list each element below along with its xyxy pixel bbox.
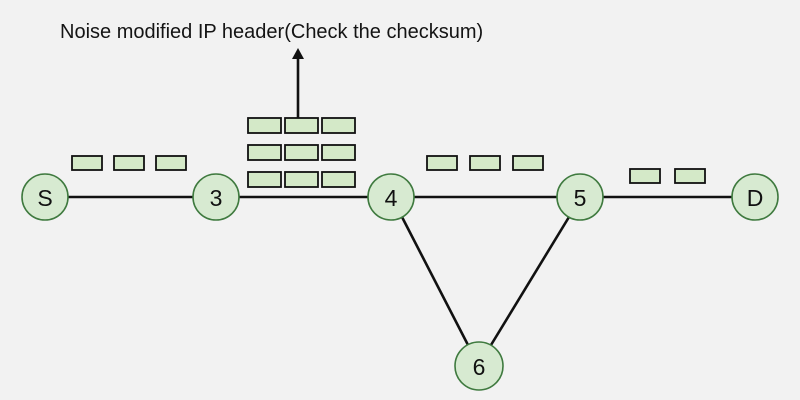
node-label-4: 4	[385, 185, 398, 211]
packets-link-4-5	[426, 155, 544, 171]
node-3[interactable]: 3	[192, 173, 240, 221]
node-circle-5[interactable]	[556, 173, 604, 221]
packet-rect	[629, 168, 661, 184]
packet-rect	[284, 117, 319, 134]
node-label-3: 3	[210, 185, 223, 211]
packet-rect	[284, 144, 319, 161]
packet-rect	[155, 155, 187, 171]
packet-rect	[247, 144, 282, 161]
links-layer	[68, 195, 732, 346]
packet-rect	[284, 171, 319, 188]
node-label-6: 6	[473, 354, 486, 380]
node-5[interactable]: 5	[556, 173, 604, 221]
packets-link-5-d	[629, 168, 706, 184]
packets-layer	[71, 117, 706, 188]
packet-rect	[71, 155, 103, 171]
node-D[interactable]: D	[731, 173, 779, 221]
node-circle-3[interactable]	[192, 173, 240, 221]
packet-rect	[426, 155, 458, 171]
node-4[interactable]: 4	[367, 173, 415, 221]
node-label-S: S	[37, 185, 52, 211]
packet-rect	[321, 171, 356, 188]
node-S[interactable]: S	[21, 173, 69, 221]
link-4-6	[400, 216, 470, 346]
packet-rect	[321, 117, 356, 134]
node-circle-D[interactable]	[731, 173, 779, 221]
node-circle-4[interactable]	[367, 173, 415, 221]
packet-rect	[674, 168, 706, 184]
node-circle-S[interactable]	[21, 173, 69, 221]
packet-rect	[247, 117, 282, 134]
node-label-D: D	[747, 185, 764, 211]
arrow-head	[292, 48, 304, 59]
packet-rect	[321, 144, 356, 161]
node-label-5: 5	[574, 185, 587, 211]
packet-rect	[512, 155, 544, 171]
annotation-arrow-layer	[292, 48, 304, 118]
node-circle-6[interactable]	[454, 341, 504, 391]
link-5-6	[489, 216, 571, 346]
annotation-label: Noise modified IP header(Check the check…	[60, 21, 483, 43]
packet-rect	[247, 171, 282, 188]
nodes-layer: S 3 4 5 D 6	[21, 173, 779, 391]
packet-rect	[113, 155, 145, 171]
packet-rect	[469, 155, 501, 171]
packets-link-s-3	[71, 155, 187, 171]
packets-queue-node-4	[247, 117, 356, 188]
node-6[interactable]: 6	[454, 341, 504, 391]
